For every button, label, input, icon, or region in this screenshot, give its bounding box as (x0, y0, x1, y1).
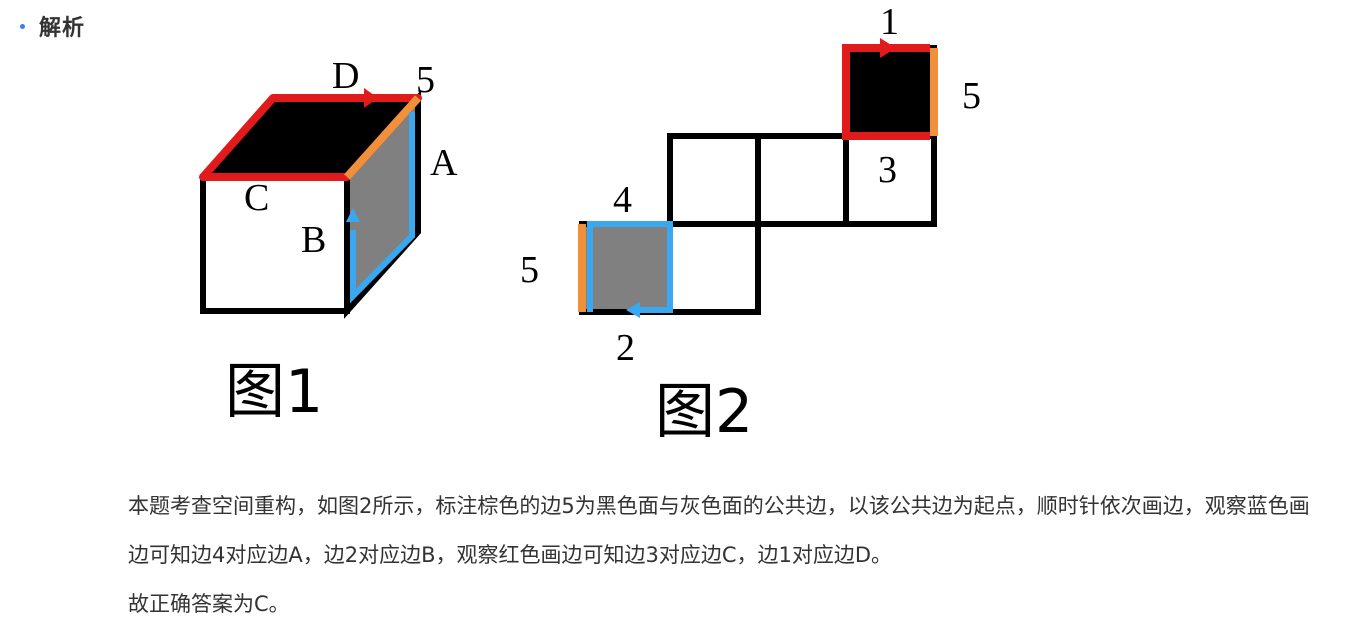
explanation-text: 本题考查空间重构，如图2所示，标注棕色的边5为黑色面与灰色面的公共边，以该公共边… (128, 482, 1318, 629)
cube-diagram: D 5 A C B 图1 1 5 3 4 5 2 图2 (199, 1, 981, 447)
cube-label-C: C (244, 177, 269, 219)
net-red-arrow-icon (880, 38, 896, 58)
net-square-row2-b (667, 221, 761, 315)
cube-edge-5-orange (344, 95, 421, 180)
cube-label-B: B (301, 219, 326, 261)
net-square-row1-c (843, 133, 937, 227)
net-label-5-right: 5 (962, 75, 981, 117)
answer-line: 故正确答案为C。 (128, 592, 290, 616)
cube-label-A: A (430, 142, 458, 184)
cube-red-arrow-icon (364, 88, 378, 108)
section-title: 解析 (39, 16, 86, 41)
net-label-3: 3 (878, 149, 897, 191)
net-square-row1-a (667, 133, 761, 227)
figure2-net: 1 5 3 4 5 2 图2 (520, 1, 981, 447)
net-blue-arrow-icon (626, 302, 640, 318)
net-label-5-left: 5 (520, 249, 539, 291)
cube-blue-path (350, 112, 415, 304)
net-label-1: 1 (880, 1, 899, 43)
net-gray-square (579, 221, 673, 315)
bullet-dot-icon (20, 23, 25, 29)
figure1-caption: 图1 (225, 357, 323, 427)
net-square-row1-b (755, 133, 849, 227)
figure1-cube: D 5 A C B 图1 (199, 55, 458, 427)
figure2-caption: 图2 (655, 377, 753, 447)
cube-blue-arrow-icon (346, 208, 360, 222)
cube-label-5: 5 (416, 59, 435, 101)
net-black-square (843, 45, 937, 139)
net-label-4: 4 (613, 179, 632, 221)
explanation-paragraph: 本题考查空间重构，如图2所示，标注棕色的边5为黑色面与灰色面的公共边，以该公共边… (128, 494, 1310, 567)
net-blue-path (587, 221, 673, 313)
net-label-2: 2 (616, 327, 635, 369)
cube-label-D: D (332, 55, 359, 97)
section-header: 解析 (20, 10, 85, 42)
